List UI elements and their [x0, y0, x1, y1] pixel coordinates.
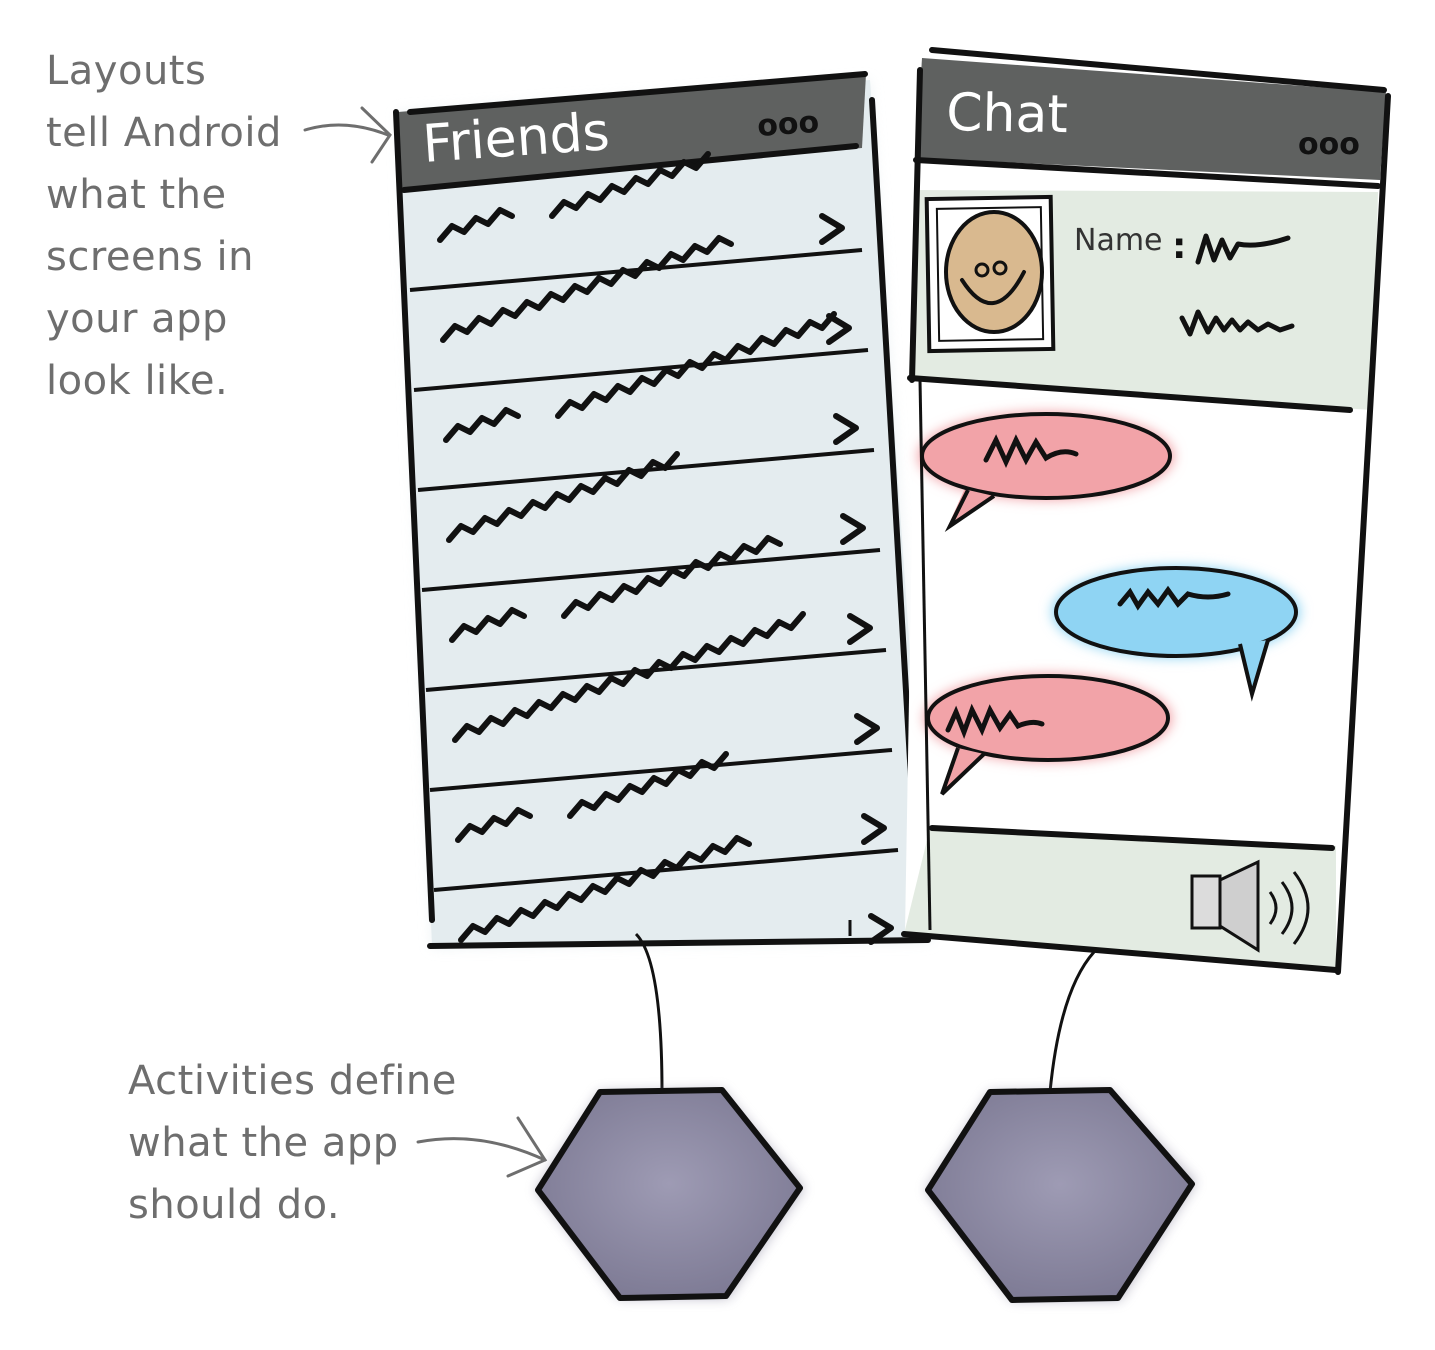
- chat-footer: [904, 828, 1336, 968]
- name-colon: :: [1172, 226, 1186, 267]
- chat-title: Chat: [946, 83, 1069, 145]
- activities-arrow: [418, 1118, 545, 1176]
- chat-screen: Chat ooo Name :: [904, 50, 1388, 972]
- friends-screen-body: [398, 80, 930, 946]
- friends-activity-hexagon[interactable]: [536, 1090, 804, 1298]
- friends-screen: Friends ooo: [396, 74, 932, 948]
- chat-activity-connector: [1050, 952, 1094, 1092]
- name-label: Name: [1074, 223, 1163, 258]
- chat-activity-hexagon[interactable]: [926, 1090, 1196, 1300]
- avatar: [927, 197, 1054, 351]
- friends-menu-icon[interactable]: ooo: [756, 105, 820, 144]
- layouts-arrow: [305, 108, 390, 162]
- friends-activity-connector: [636, 934, 662, 1092]
- chat-menu-icon[interactable]: ooo: [1298, 127, 1360, 162]
